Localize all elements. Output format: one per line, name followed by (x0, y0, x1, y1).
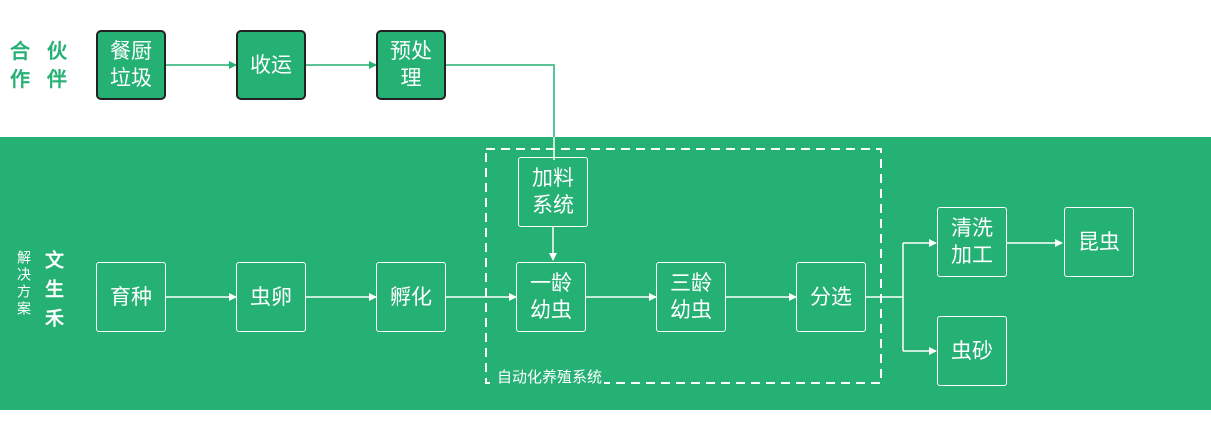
solution-band (0, 137, 1211, 410)
node-breeding: 育种 (96, 262, 166, 332)
node-insects: 昆虫 (1064, 207, 1134, 277)
node-pretreatment: 预处 理 (376, 30, 446, 100)
node-food-waste: 餐厨 垃圾 (96, 30, 166, 100)
partner-title: 合 伙 作 伴 (10, 39, 72, 91)
node-collection: 收运 (236, 30, 306, 100)
node-hatching: 孵化 (376, 262, 446, 332)
node-feeding-system: 加料 系统 (518, 157, 588, 227)
node-larva-3: 三龄 幼虫 (656, 262, 726, 332)
node-larva-1: 一龄 幼虫 (516, 262, 586, 332)
node-eggs: 虫卵 (236, 262, 306, 332)
solution-subtitle: 解决方案 (15, 250, 31, 318)
automated-system-label: 自动化养殖系统 (495, 366, 605, 387)
node-cleaning: 清洗 加工 (937, 207, 1007, 277)
node-frass: 虫砂 (937, 316, 1007, 386)
solution-title: 文生禾 (42, 250, 64, 337)
node-sorting: 分选 (796, 262, 866, 332)
